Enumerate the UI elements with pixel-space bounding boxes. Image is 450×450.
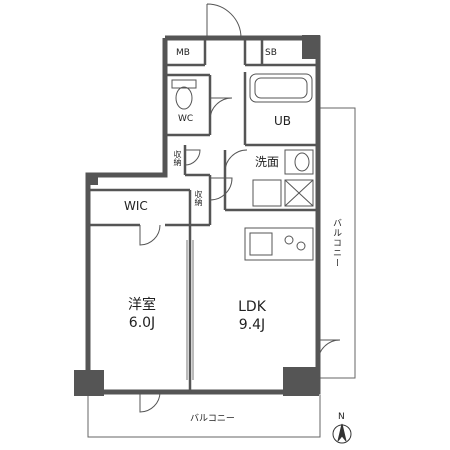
wash-basin <box>284 149 314 175</box>
washroom-label: 洗面 <box>255 155 280 169</box>
storage-label-2: 収納 <box>194 190 203 206</box>
wic-label: WIC <box>124 199 148 213</box>
ldk-name: LDK <box>238 299 266 315</box>
north-label: N <box>338 412 345 422</box>
wc-label: WC <box>178 114 194 124</box>
outer-walls <box>85 35 321 395</box>
doors <box>139 3 341 413</box>
balcony-east-label: バルコニー <box>331 218 341 268</box>
balcony-south-label: バルコニー <box>190 414 235 424</box>
kitchen-counter <box>244 227 314 261</box>
pillars <box>74 35 320 396</box>
storage-label-1: 収納 <box>173 150 182 166</box>
balcony-south-outline <box>87 395 321 438</box>
mb-label: MB <box>176 48 190 58</box>
ldk-label: LDK 9.4J <box>222 298 282 334</box>
sb-label: SB <box>265 48 277 58</box>
western-room-label: 洋室 6.0J <box>112 296 172 332</box>
ldk-size: 9.4J <box>238 317 266 333</box>
ub-label: UB <box>274 114 292 128</box>
balcony-east-outline <box>318 107 356 379</box>
interior-walls <box>88 38 318 392</box>
bathtub <box>249 73 313 103</box>
washing-machine-pan <box>252 179 314 207</box>
sliding-partition <box>186 240 194 380</box>
north-arrow <box>332 423 352 444</box>
western-room-name: 洋室 <box>128 297 156 313</box>
western-room-size: 6.0J <box>128 315 156 331</box>
toilet <box>171 79 197 110</box>
